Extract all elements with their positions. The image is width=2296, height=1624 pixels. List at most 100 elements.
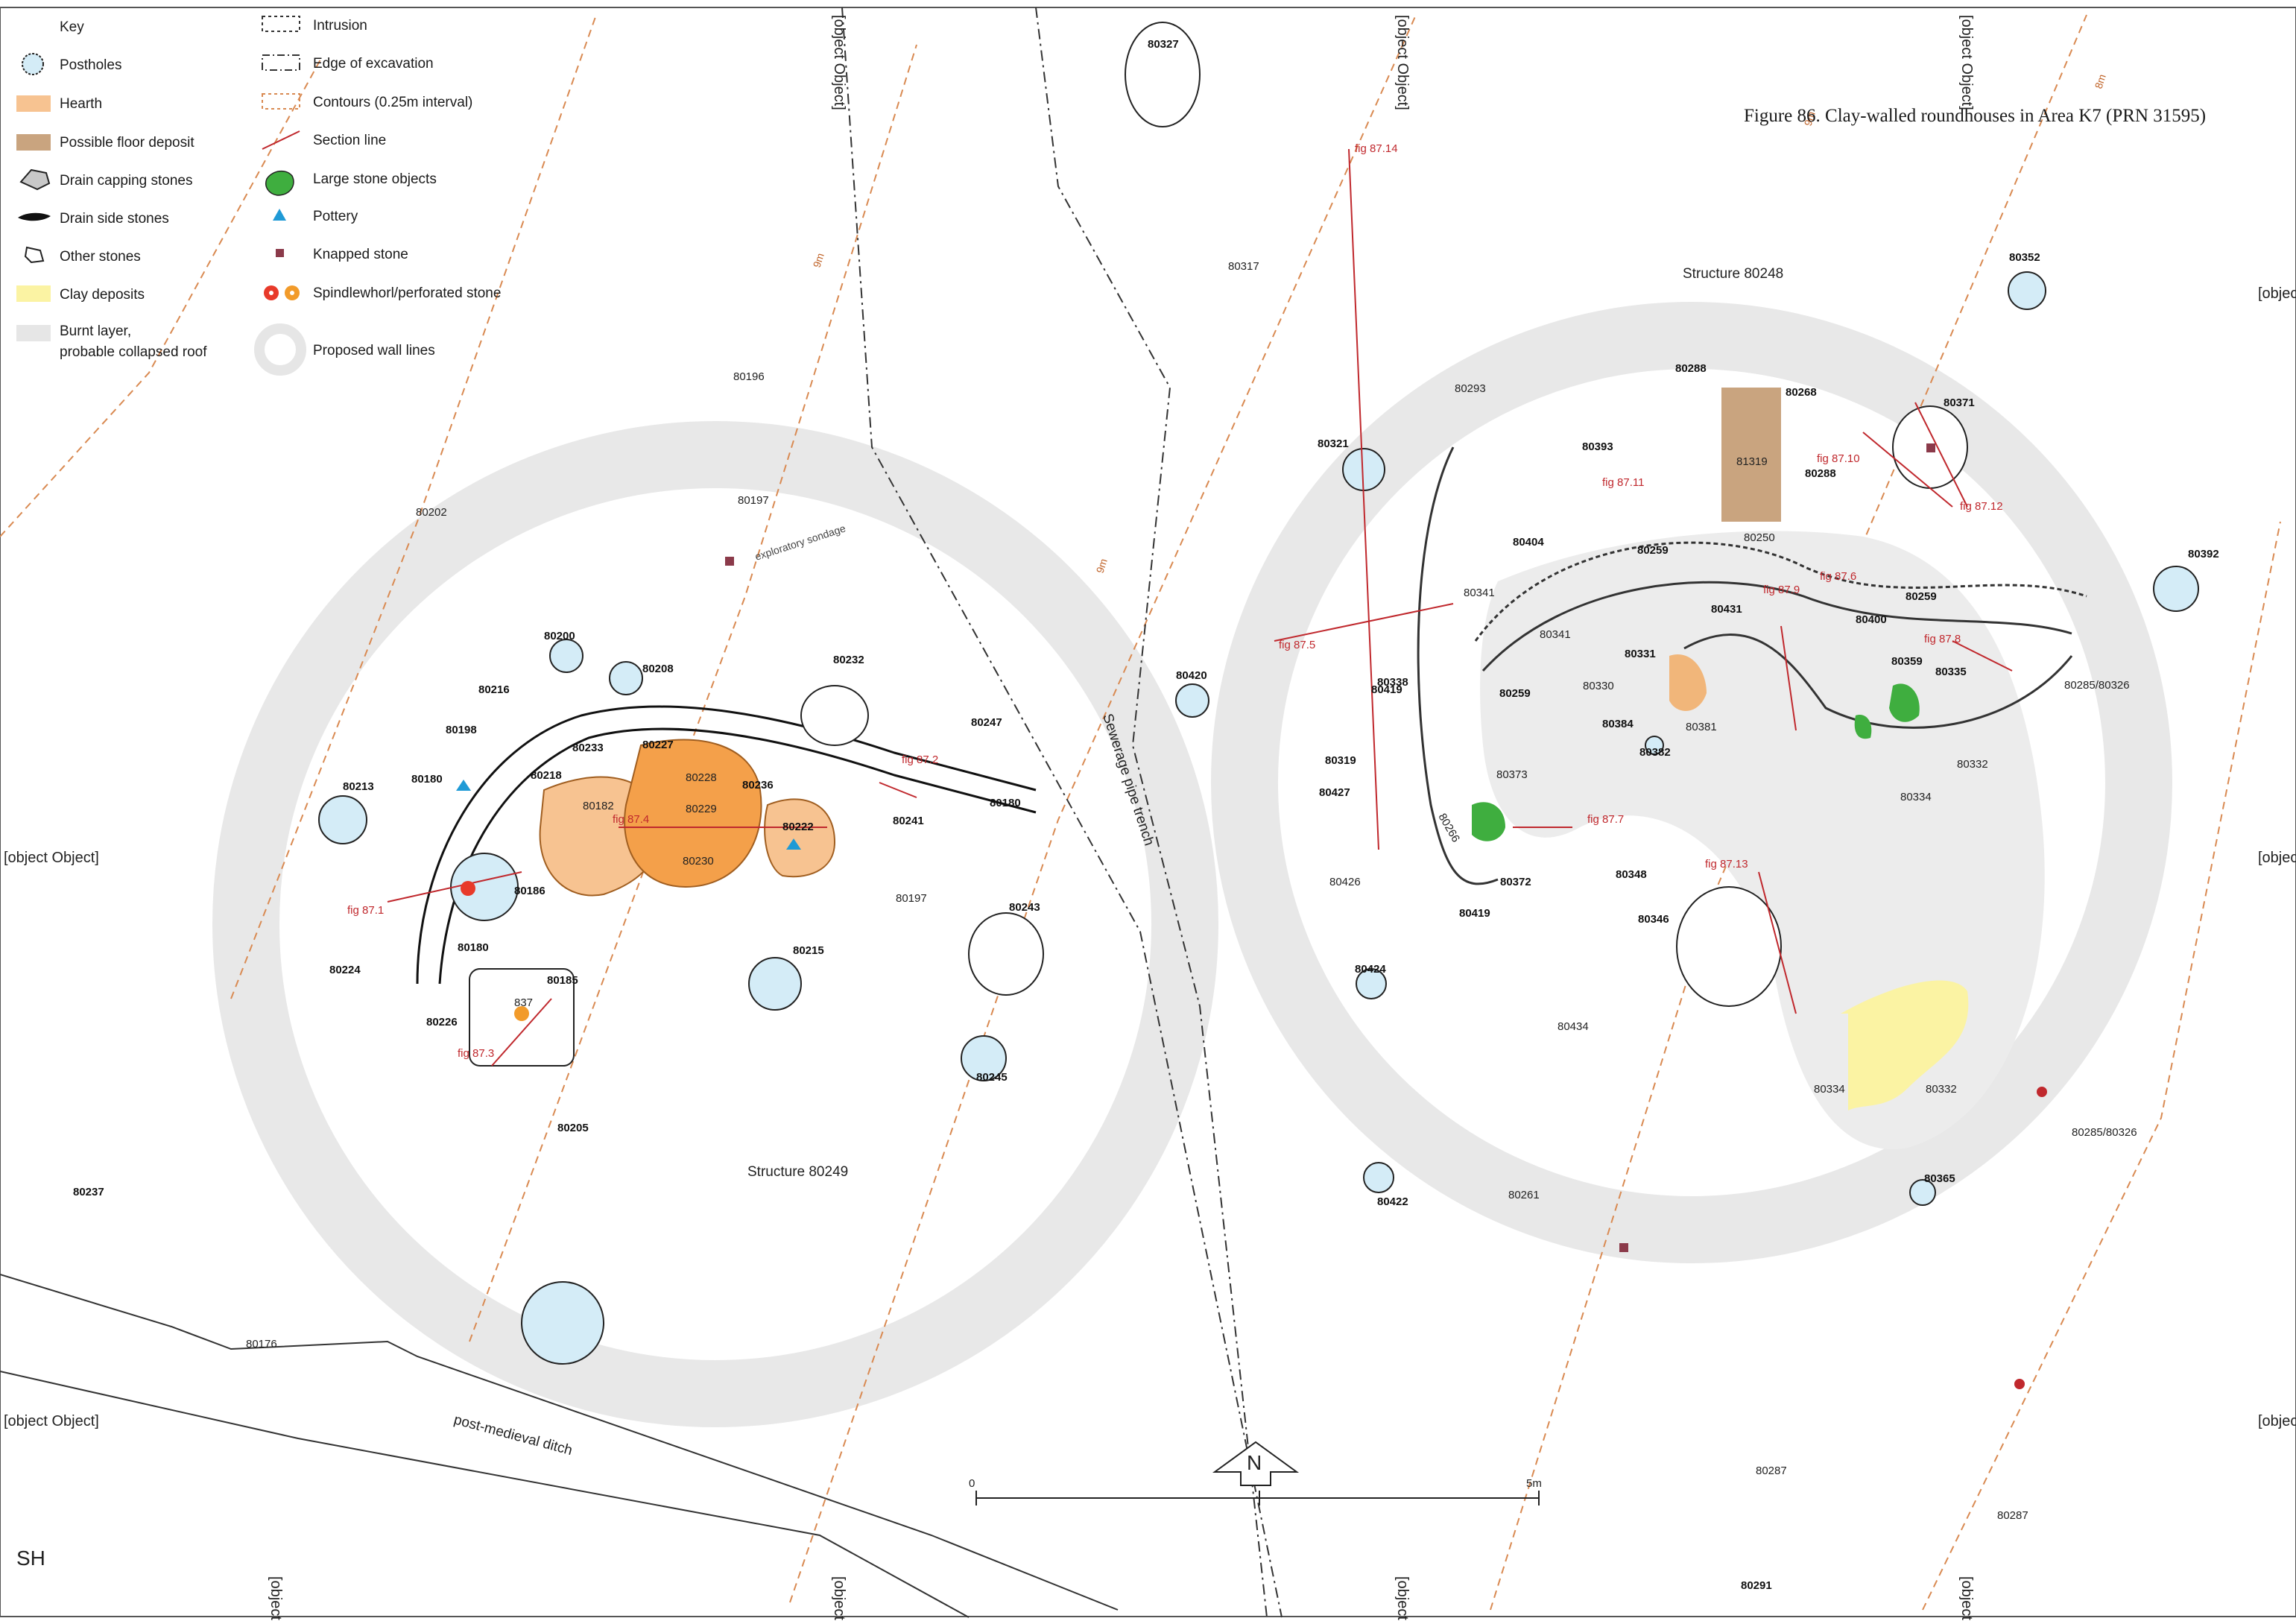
context-label: 80202 [416, 506, 447, 519]
context-label: 80346 [1638, 913, 1669, 926]
figure-title: Figure 86. Clay-walled roundhouses in Ar… [1744, 106, 2206, 126]
context-label: 80285/80326 [2072, 1126, 2137, 1139]
context-label: 80371 [1944, 396, 1975, 409]
context-label: 80321 [1318, 437, 1349, 450]
large-stone-icon [265, 170, 294, 196]
finds [456, 443, 2047, 1389]
context-label: 80176 [246, 1338, 277, 1350]
legend-label: Intrusion [313, 18, 367, 34]
section-label: fig 87.10 [1817, 452, 1860, 465]
legend-label: Contours (0.25m interval) [313, 95, 472, 110]
section-label: fig 87.3 [458, 1047, 494, 1060]
context-label: 80319 [1325, 754, 1356, 767]
context-label: 80228 [686, 771, 717, 784]
section-label: fig 87.7 [1587, 813, 1624, 826]
context-label: 80331 [1625, 648, 1656, 660]
easting-label: [object Object] [1394, 15, 1411, 110]
section-lines [387, 148, 2013, 1067]
context-label: 80393 [1582, 440, 1613, 453]
context-label: 837 [514, 996, 533, 1009]
floor-deposit-81319 [1721, 388, 1781, 522]
context-label: 80352 [2009, 251, 2040, 264]
knapped-stone-icon [1619, 1243, 1628, 1252]
context-label: 80334 [1900, 791, 1932, 803]
context-label: 80180 [411, 773, 443, 786]
excavation-edge [841, 7, 1283, 1618]
post-medieval-ditch [0, 1274, 1119, 1618]
context-label: 80327 [1148, 38, 1179, 51]
context-label: 80372 [1500, 876, 1531, 888]
context-label: 80419 [1371, 683, 1402, 696]
large-stone-object [1889, 683, 1920, 722]
bold-context-labels: 80327 80288 80371 80352 80392 80321 8039… [73, 38, 2219, 1592]
context-label: 80291 [1741, 1579, 1772, 1592]
northing-label: [object Object] [2258, 285, 2296, 302]
context-label: 81319 [1736, 455, 1768, 468]
legend-label: Edge of excavation [313, 56, 434, 72]
knapped-dot [2037, 1087, 2047, 1097]
context-label: 80208 [642, 663, 674, 675]
context-label: 80232 [833, 654, 864, 666]
scale-end: 5m [1526, 1477, 1542, 1490]
contour-label: 9m [1094, 557, 1110, 574]
context-label: 80261 [1508, 1189, 1540, 1201]
hearth-80381 [1669, 654, 1707, 711]
context-label: 80245 [976, 1071, 1008, 1084]
contour-label: 9m [811, 251, 826, 268]
legend-label: Large stone objects [313, 171, 437, 187]
context-label: 80348 [1616, 868, 1647, 881]
section-label: fig 87.8 [1924, 633, 1961, 645]
section-labels: fig 87.14 fig 87.11 fig 87.10 fig 87.12 … [347, 142, 2003, 1060]
context-label: 80213 [343, 780, 374, 793]
context-label: 80338 [1377, 676, 1408, 689]
spindlewhorl-icon [514, 1006, 529, 1021]
section-label: fig 87.2 [902, 753, 938, 766]
northing-label: [object Object] [2258, 1413, 2296, 1429]
context-label: 80381 [1686, 721, 1717, 733]
context-label: 80230 [683, 855, 714, 868]
sondage-label: exploratory sondage [753, 522, 847, 562]
wall-ring-icon [254, 323, 306, 376]
northing-label: [object Object] [4, 850, 99, 866]
context-label: 80335 [1935, 666, 1967, 678]
hearth-80230 [624, 739, 762, 888]
context-label: 80268 [1786, 386, 1817, 399]
context-label: 80259 [1499, 687, 1531, 700]
context-label: 80422 [1377, 1195, 1408, 1208]
spindlewhorl-center [269, 291, 273, 295]
clay-swatch [16, 285, 51, 302]
context-label: 80293 [1455, 382, 1486, 395]
burnt-layer [1480, 531, 2045, 1149]
context-label: 80241 [893, 815, 924, 827]
context-label: 80434 [1557, 1020, 1589, 1033]
structure-label-80248: Structure 80248 [1683, 266, 1783, 282]
sheet-label: SH [16, 1546, 45, 1570]
section-label: fig 87.5 [1279, 639, 1315, 651]
legend-label: Knapped stone [313, 247, 408, 262]
context-label: 80373 [1496, 768, 1528, 781]
context-label: 80186 [514, 885, 545, 897]
pottery-icon [456, 780, 471, 791]
context-label: 80334 [1814, 1083, 1845, 1096]
burnt-layer-swatch [16, 325, 51, 341]
large-stone-object [1854, 715, 1872, 739]
context-label: 80215 [793, 944, 824, 957]
legend-label: Spindlewhorl/perforated stone [313, 285, 501, 301]
easting-label: [object Object] [268, 1576, 284, 1624]
section-label: fig 87.4 [613, 813, 649, 826]
context-label: 80419 [1459, 907, 1490, 920]
pottery-icon [786, 838, 801, 850]
context-label: 80236 [742, 779, 774, 792]
context-label: 80182 [583, 800, 614, 812]
north-arrow-icon [1212, 1441, 1300, 1486]
context-label: 80196 [733, 370, 765, 383]
context-label: 80222 [782, 821, 814, 833]
legend-label: Section line [313, 133, 386, 148]
legend-label: probable collapsed roof [60, 344, 207, 360]
other-stone-icon [24, 246, 45, 264]
section-label: fig 87.11 [1602, 476, 1644, 489]
wall-ring-structure-80249 [212, 421, 1218, 1427]
legend-label: Burnt layer, [60, 323, 131, 339]
context-label: 80205 [557, 1122, 589, 1134]
context-label: 80332 [1926, 1083, 1957, 1096]
